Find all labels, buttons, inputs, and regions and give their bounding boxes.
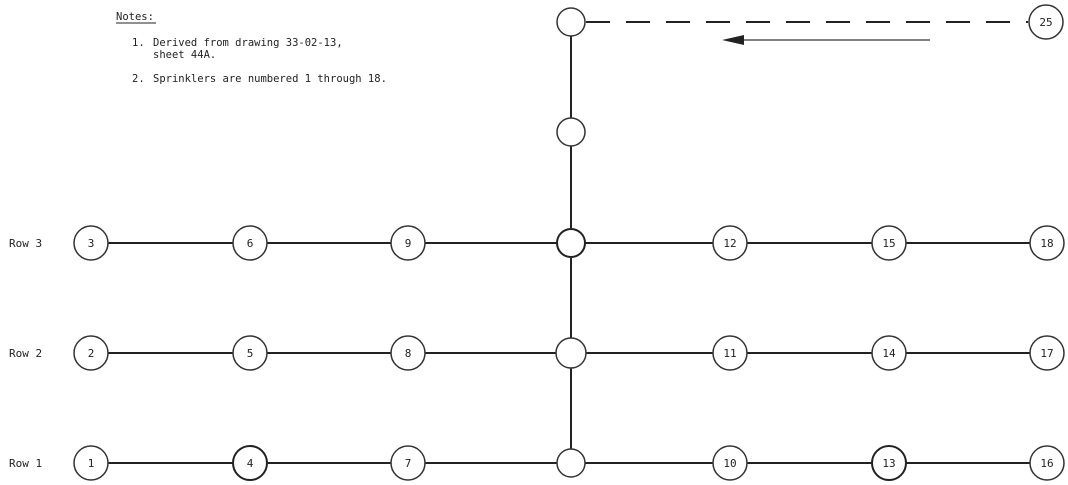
- sprinkler-14-label: 14: [882, 347, 896, 360]
- sprinkler-4: [232, 445, 268, 481]
- sprinkler-9-label: 9: [405, 237, 412, 250]
- sprinkler-11-label: 11: [723, 347, 736, 360]
- sprinkler-15-label: 15: [882, 237, 895, 250]
- sprinkler-2-label: 2: [88, 347, 95, 360]
- sprinkler-3-label: 3: [88, 237, 95, 250]
- sprinkler-11: [712, 335, 748, 371]
- sprinkler-7-label: 7: [405, 457, 412, 470]
- supply-line: 25: [586, 4, 1064, 45]
- source-node-25: [1028, 4, 1064, 40]
- notes-heading: Notes:: [116, 11, 154, 23]
- riser-node-middle: [556, 117, 586, 147]
- row-3-junction: [556, 228, 586, 258]
- row-1-junction: [556, 448, 586, 478]
- sprinkler-10-label: 10: [723, 457, 736, 470]
- note-1-line-1: Derived from drawing 33-02-13,: [153, 37, 343, 49]
- sprinkler-16-label: 16: [1040, 457, 1053, 470]
- row-3-label: Row 3: [9, 237, 42, 250]
- row-1: Row 1 1 4 7 10 13 16: [9, 445, 1065, 481]
- sprinkler-13: [871, 445, 907, 481]
- sprinkler-6: [232, 225, 268, 261]
- sprinkler-2: [73, 335, 109, 371]
- sprinkler-17-label: 17: [1040, 347, 1053, 360]
- sprinkler-12-label: 12: [723, 237, 736, 250]
- sprinkler-16: [1029, 445, 1065, 481]
- note-1-number: 1.: [132, 37, 145, 49]
- sprinkler-4-label: 4: [247, 457, 254, 470]
- note-2-line-1: Sprinklers are numbered 1 through 18.: [153, 73, 387, 85]
- sprinkler-8-label: 8: [405, 347, 412, 360]
- sprinkler-7: [390, 445, 426, 481]
- sprinkler-5-label: 5: [247, 347, 254, 360]
- sprinkler-8: [390, 335, 426, 371]
- sprinkler-6-label: 6: [247, 237, 254, 250]
- note-2-number: 2.: [132, 73, 145, 85]
- sprinkler-18: [1029, 225, 1065, 261]
- notes-block: Notes: 1. Derived from drawing 33-02-13,…: [116, 11, 387, 85]
- sprinkler-13-label: 13: [882, 457, 895, 470]
- row-3: Row 3 3 6 9 12 15 18: [9, 225, 1065, 261]
- row-2-junction: [555, 337, 587, 369]
- sprinkler-3: [73, 225, 109, 261]
- sprinkler-5: [232, 335, 268, 371]
- sprinkler-10: [712, 445, 748, 481]
- sprinkler-1: [73, 445, 109, 481]
- row-1-label: Row 1: [9, 457, 42, 470]
- note-1-line-2: sheet 44A.: [153, 49, 216, 61]
- riser-node-top: [556, 7, 586, 37]
- flow-direction-arrow-head: [722, 35, 744, 45]
- row-2-label: Row 2: [9, 347, 42, 360]
- sprinkler-14: [871, 335, 907, 371]
- sprinkler-18-label: 18: [1040, 237, 1053, 250]
- sprinkler-1-label: 1: [88, 457, 95, 470]
- sprinkler-17: [1029, 335, 1065, 371]
- source-node-25-label: 25: [1039, 16, 1052, 29]
- sprinkler-15: [871, 225, 907, 261]
- sprinkler-9: [390, 225, 426, 261]
- row-2: Row 2 2 5 8 11 14 17: [9, 335, 1065, 371]
- main-riser: [556, 7, 586, 450]
- sprinkler-12: [712, 225, 748, 261]
